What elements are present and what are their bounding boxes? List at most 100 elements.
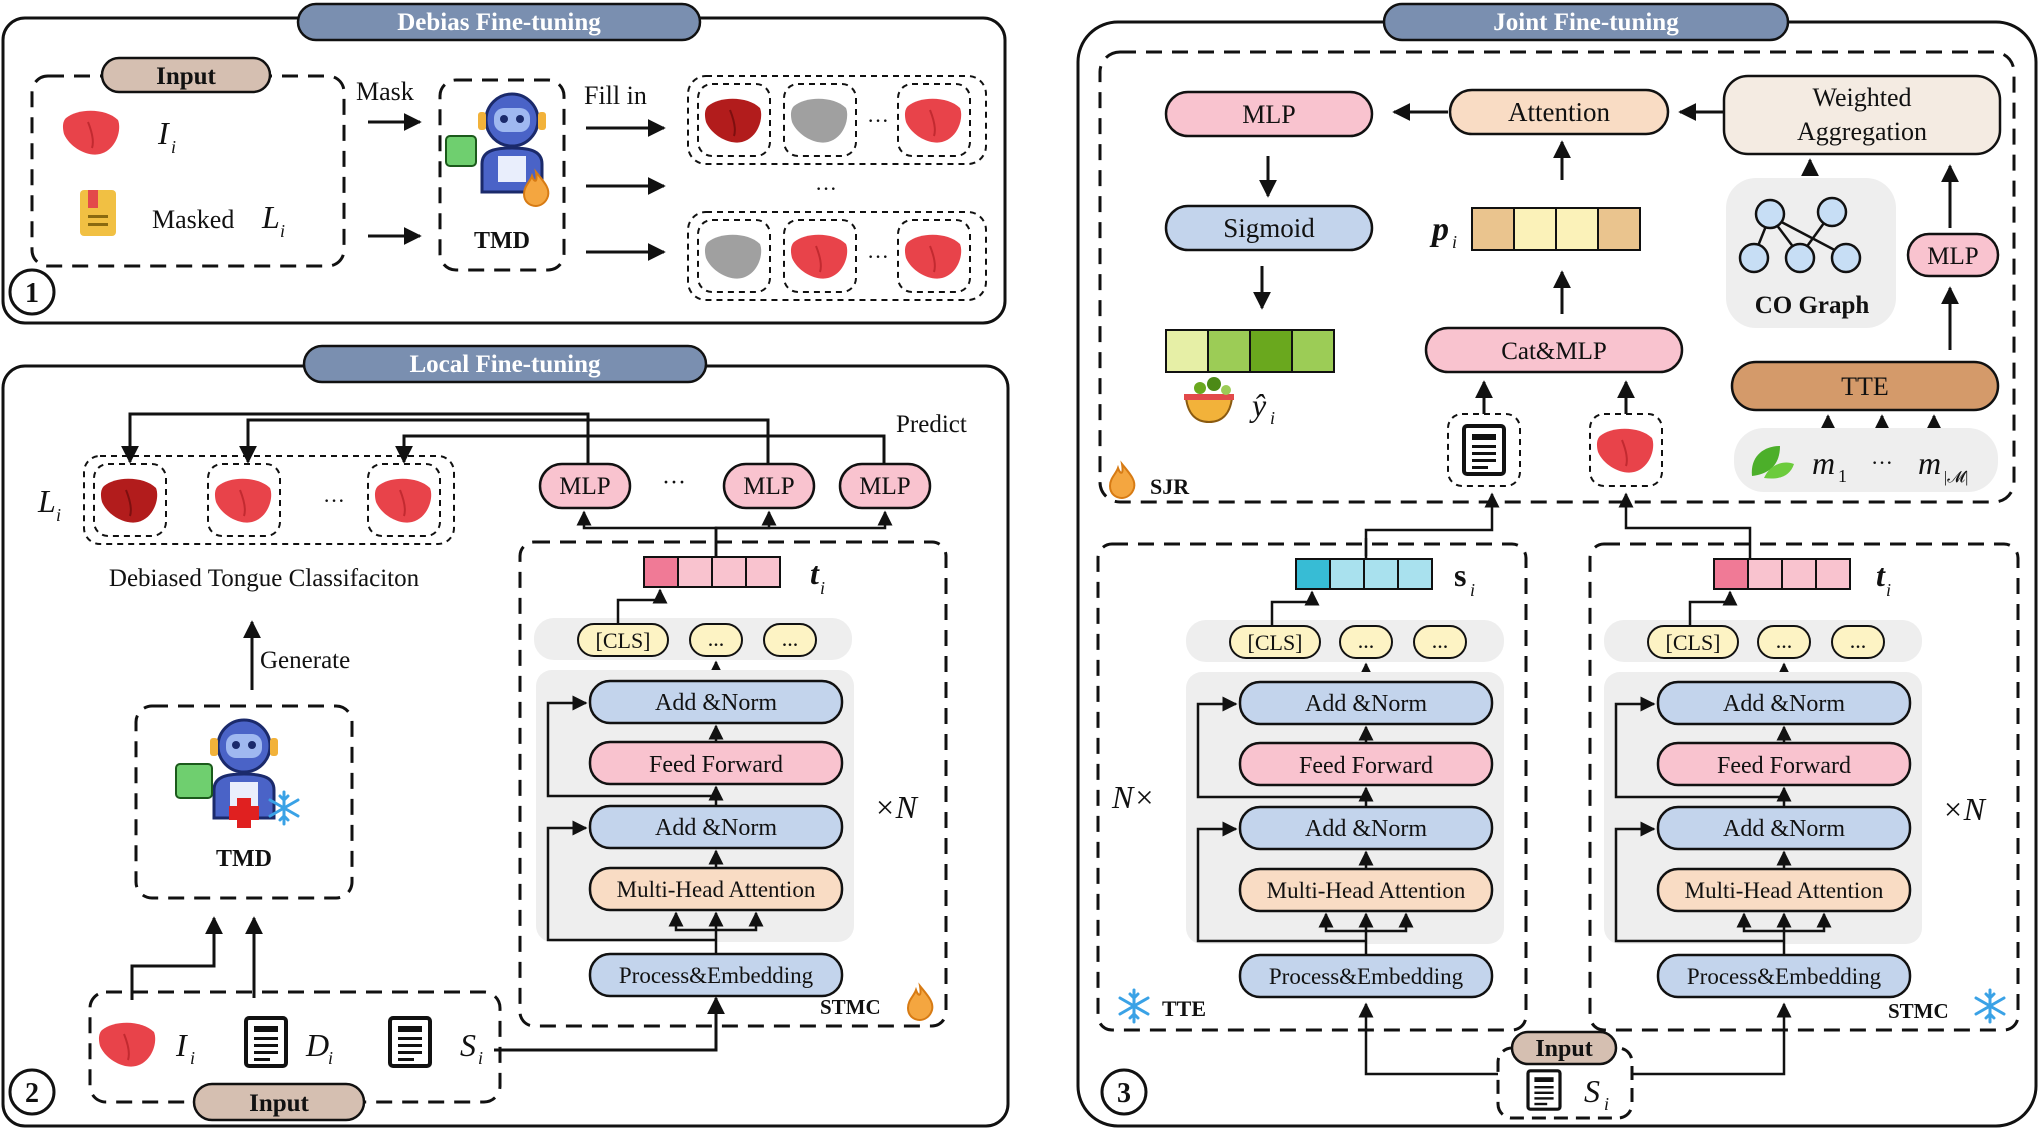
p2-caption: Debiased Tongue Classifaciton: [109, 565, 420, 592]
p3-mM: m: [1918, 445, 1941, 481]
p1-slot: [697, 83, 771, 157]
p3-r-embedding-label: Process&Embedding: [1687, 964, 1882, 989]
p2-dots-1: ...: [708, 626, 725, 651]
p3-r-dots-token: [1757, 625, 1811, 659]
header-debias-pill: [296, 2, 702, 42]
p2-encoder-box: [518, 540, 948, 1028]
p3-r-add-norm-bottom: [1656, 805, 1912, 851]
p3-catmlp: [1424, 326, 1684, 374]
p3-y-cell: [1207, 329, 1251, 373]
p3-input-S-sub: i: [1604, 1094, 1609, 1114]
p3-r-mha-label: Multi-Head Attention: [1685, 878, 1884, 903]
p3-r-residual-1: [1614, 696, 1784, 799]
p3-r-cls-token: [1647, 625, 1739, 659]
p3-l-add-norm-top-label: Add &Norm: [1305, 691, 1427, 717]
p3-m-ellipsis: ···: [1871, 450, 1893, 475]
header-joint-pill: [1382, 2, 1790, 42]
p3-l-dots-1: ...: [1358, 628, 1375, 653]
p1-slot: [697, 219, 771, 293]
p2-embedding-label: Process&Embedding: [619, 963, 814, 988]
p3-p-cell: [1597, 207, 1641, 251]
p3-t-cell: [1747, 558, 1783, 590]
p2-arrow-token-mlp1: [576, 510, 718, 556]
p2-arrow-predict-3: [395, 434, 886, 472]
p2-add-norm-top: [588, 679, 844, 725]
p2-mlp-3-label: MLP: [859, 473, 910, 500]
p1-mask-label: Mask: [356, 77, 414, 106]
p3-s-cell: [1329, 558, 1365, 590]
header-debias: Debias Fine-tuning: [397, 9, 601, 36]
p2-token-symbol: t: [810, 555, 820, 591]
p3-l-mha: [1238, 867, 1494, 913]
p3-s-symbol: s: [1454, 557, 1466, 593]
p2-predict-label: Predict: [896, 411, 967, 438]
p3-s-sub: i: [1470, 580, 1475, 600]
p2-input-D-sub: i: [328, 1048, 333, 1068]
p3-r-mha: [1656, 867, 1912, 913]
sjr-region: [1098, 50, 2016, 504]
p3-r-dots-2: ...: [1850, 628, 1867, 653]
p2-mha-label: Multi-Head Attention: [617, 877, 816, 902]
p3-r-dots-1: ...: [1776, 628, 1793, 653]
p2-dots-token: [689, 623, 743, 657]
p2-residual-1: [546, 695, 716, 798]
p2-input-I-sub: i: [190, 1048, 195, 1068]
p3-r-feed-forward-label: Feed Forward: [1717, 753, 1851, 779]
p3-r-residual-2: [1614, 821, 1784, 943]
p2-slot: [367, 463, 441, 537]
p2-input-pill: [192, 1082, 366, 1122]
p3-l-add-norm-bottom: [1238, 805, 1494, 851]
p2-input-S-sub: i: [478, 1048, 483, 1068]
p3-input-label: Input: [1535, 1036, 1592, 1062]
tongue-icon: [790, 98, 848, 143]
p3-r-dots-token: [1831, 625, 1885, 659]
p1-tmd-box: [438, 78, 566, 272]
p3-l-feed-forward-label: Feed Forward: [1299, 753, 1433, 779]
p2-arrow-qkv-1: [668, 911, 716, 932]
p1-slot: [783, 83, 857, 157]
p3-y-cell: [1165, 329, 1209, 373]
p1-ellipsis-mid: ···: [815, 176, 837, 201]
p2-ellipsis-labels: ···: [323, 488, 345, 513]
p2-feed-forward: [588, 740, 844, 786]
panel-local: Local Fine-tuning L i ··· Debiased Tongu…: [1, 344, 1010, 1128]
p1-fill-label: Fill in: [584, 81, 647, 110]
p3-mM-sub: |𝓜|: [1944, 469, 1968, 486]
p3-tte-bar-label: TTE: [1841, 372, 1889, 401]
p3-l-dots-token: [1413, 625, 1467, 659]
p3-yhat: ŷ: [1249, 387, 1267, 423]
p3-stmc-encoder-box: [1588, 542, 2020, 1032]
p2-generate-label: Generate: [260, 647, 350, 674]
p3-l-embedding-label: Process&Embedding: [1269, 964, 1464, 989]
p3-sjr-label: SJR: [1150, 474, 1190, 499]
p3-weighted-agg-line1: Weighted: [1813, 83, 1912, 112]
panel-number-2-circle: [8, 1068, 56, 1116]
snowflake-icon: [1118, 988, 1150, 1024]
tongue-icon: [903, 97, 963, 144]
p3-l-add-norm-bottom-label: Add &Norm: [1305, 816, 1427, 842]
tongue-icon: [97, 1021, 157, 1068]
p2-token-cell: [745, 556, 781, 588]
p3-m1-sub: 1: [1838, 466, 1847, 486]
p3-l-mha-label: Multi-Head Attention: [1267, 878, 1466, 903]
snowflake-icon: [1974, 988, 2006, 1024]
p2-arrow-cls: [616, 588, 668, 624]
p1-sample-row-2: [687, 211, 987, 301]
p2-slot: [207, 463, 281, 537]
p2-arrow-text-to-encoder: [494, 996, 725, 1052]
p2-label-group: [83, 455, 455, 545]
p3-arrow-input-right: [1632, 1002, 1792, 1076]
p3-r-add-norm-bottom-label: Add &Norm: [1723, 816, 1845, 842]
fire-icon: [907, 985, 934, 1021]
p3-medicine-row: [1734, 428, 1998, 492]
tongue-icon: [373, 477, 433, 524]
herb-bowl-icon: [1184, 377, 1234, 424]
p2-add-norm-bottom-label: Add &Norm: [655, 815, 777, 841]
p3-r-embedding: [1656, 953, 1912, 999]
p3-mlp-out: [1164, 90, 1374, 138]
p2-cls-label: [CLS]: [596, 628, 651, 653]
panel-number-3: 3: [1117, 1078, 1131, 1109]
p1-slot: [897, 219, 971, 293]
p3-l-arrow-qkv-1: [1318, 912, 1366, 933]
